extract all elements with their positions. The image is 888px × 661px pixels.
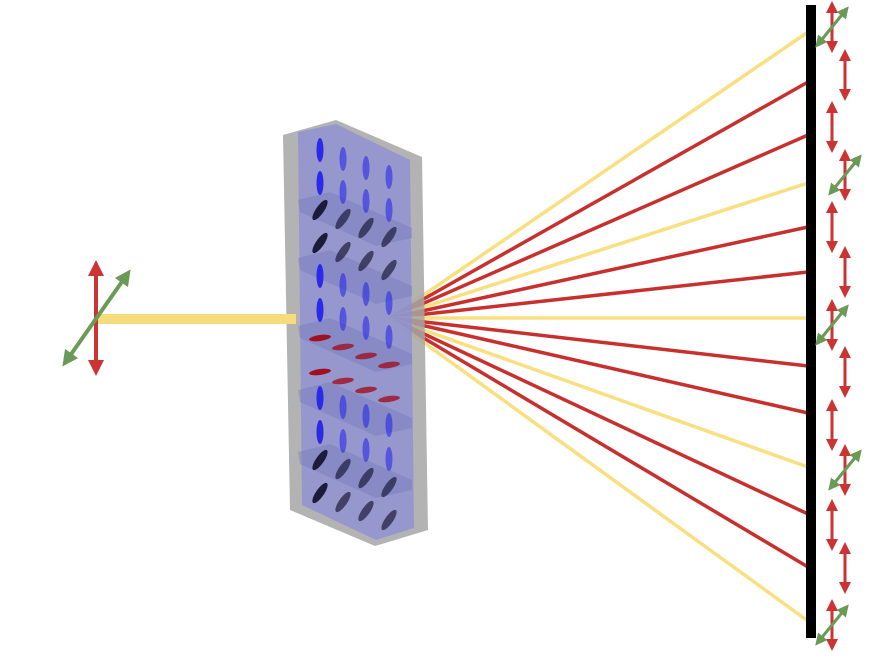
molecule-dark-tilted [312, 482, 328, 504]
yellow-diffracted-ray [388, 316, 810, 623]
red-diffracted-ray [389, 316, 809, 415]
red-diffracted-ray [389, 80, 809, 320]
molecule-blue-vertical [362, 316, 370, 340]
molecule-red-horizontal [309, 334, 331, 342]
molecule-blue-vertical [362, 404, 370, 428]
molecule-red-horizontal [309, 368, 331, 376]
diagonal-polarization-arrow-icon [828, 449, 862, 491]
molecule-dark-tilted [335, 491, 351, 513]
molecule-dark-tilted [312, 199, 328, 221]
molecule-blue-vertical [385, 447, 393, 471]
molecule-blue-vertical [339, 429, 347, 453]
detection-screen [806, 5, 816, 638]
molecule-blue-vertical [316, 386, 324, 410]
incident-beam-group [62, 260, 296, 376]
molecule-dark-tilted [381, 226, 397, 248]
molecule-dark-tilted [381, 509, 397, 531]
molecule-dark-tilted [312, 449, 328, 471]
molecule-blue-vertical [339, 273, 347, 297]
molecule-blue-vertical [385, 165, 393, 189]
molecule-blue-vertical [362, 156, 370, 180]
molecule-blue-vertical [362, 282, 370, 306]
molecule-blue-vertical [339, 147, 347, 171]
molecule-blue-vertical [316, 138, 324, 162]
red-diffracted-ray [389, 316, 809, 368]
molecule-dark-tilted [381, 476, 397, 498]
molecule-dark-tilted [335, 208, 351, 230]
molecule-red-horizontal [378, 361, 400, 369]
molecule-blue-vertical [316, 420, 324, 444]
molecule-blue-vertical [316, 264, 324, 288]
diagonal-polarization-arrow-icon [815, 304, 849, 346]
red-diffracted-ray [389, 225, 809, 320]
molecule-blue-vertical [339, 395, 347, 419]
molecule-red-horizontal [355, 386, 377, 394]
yellow-diffracted-ray [389, 30, 809, 320]
molecule-blue-vertical [316, 171, 324, 195]
red-diffracted-ray [389, 316, 809, 569]
molecule-blue-vertical [385, 291, 393, 315]
molecule-red-horizontal [378, 395, 400, 403]
molecule-blue-vertical [362, 438, 370, 462]
layer-divider [298, 250, 412, 304]
output-rays [388, 30, 810, 623]
layer-divider [298, 444, 412, 498]
yellow-diffracted-ray [389, 316, 809, 469]
molecule-blue-vertical [339, 307, 347, 331]
block-face [298, 124, 414, 540]
molecule-blue-vertical [385, 325, 393, 349]
molecule-dark-tilted [358, 467, 374, 489]
output-polarization-arrows [815, 0, 862, 651]
incident-beam [96, 314, 296, 324]
red-diffracted-ray [389, 133, 809, 320]
diagonal-polarization-arrow-icon [815, 6, 849, 48]
diagonal-polarization-arrow-icon [62, 269, 131, 367]
layer-divider [298, 382, 412, 436]
molecule-blue-vertical [339, 180, 347, 204]
molecule-dark-tilted [358, 500, 374, 522]
molecule-red-horizontal [355, 352, 377, 360]
molecule-blue-vertical [385, 413, 393, 437]
molecule-red-horizontal [332, 377, 354, 385]
yellow-diffracted-ray [389, 181, 809, 320]
molecule-dark-tilted [381, 259, 397, 281]
molecule-blue-vertical [316, 298, 324, 322]
molecule-dark-tilted [358, 217, 374, 239]
molecule-blue-vertical [362, 189, 370, 213]
molecule-dark-tilted [312, 232, 328, 254]
molecule-dark-tilted [335, 241, 351, 263]
molecule-dark-tilted [358, 250, 374, 272]
metasurface-block [283, 120, 428, 546]
molecule-red-horizontal [332, 343, 354, 351]
molecule-dark-tilted [335, 458, 351, 480]
layer-divider [298, 318, 412, 372]
diagonal-polarization-arrow-icon [815, 604, 849, 646]
diagonal-polarization-arrow-icon [828, 154, 862, 196]
red-diffracted-ray [389, 270, 809, 320]
red-diffracted-ray [389, 316, 809, 516]
molecule-blue-vertical [385, 198, 393, 222]
